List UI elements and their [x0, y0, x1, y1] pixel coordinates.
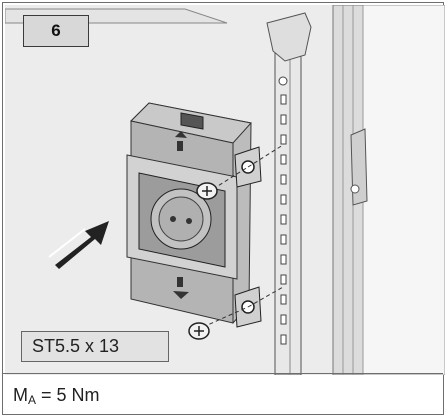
- torque-symbol: M: [13, 385, 28, 405]
- assembly-drawing: [5, 5, 445, 375]
- torque-spec: MA = 5 Nm: [13, 385, 100, 407]
- section-divider: [3, 373, 443, 374]
- torque-value: = 5 Nm: [36, 385, 100, 405]
- torque-subscript: A: [28, 393, 37, 407]
- assembly-illustration: [5, 5, 445, 375]
- screw-spec-label: ST5.5 x 13: [21, 331, 169, 362]
- instruction-panel: 6 ST5.5 x 13 MA = 5 Nm: [2, 2, 445, 415]
- step-number-badge: 6: [23, 15, 89, 47]
- screw-spec-text: ST5.5 x 13: [32, 336, 120, 356]
- step-number: 6: [51, 21, 61, 40]
